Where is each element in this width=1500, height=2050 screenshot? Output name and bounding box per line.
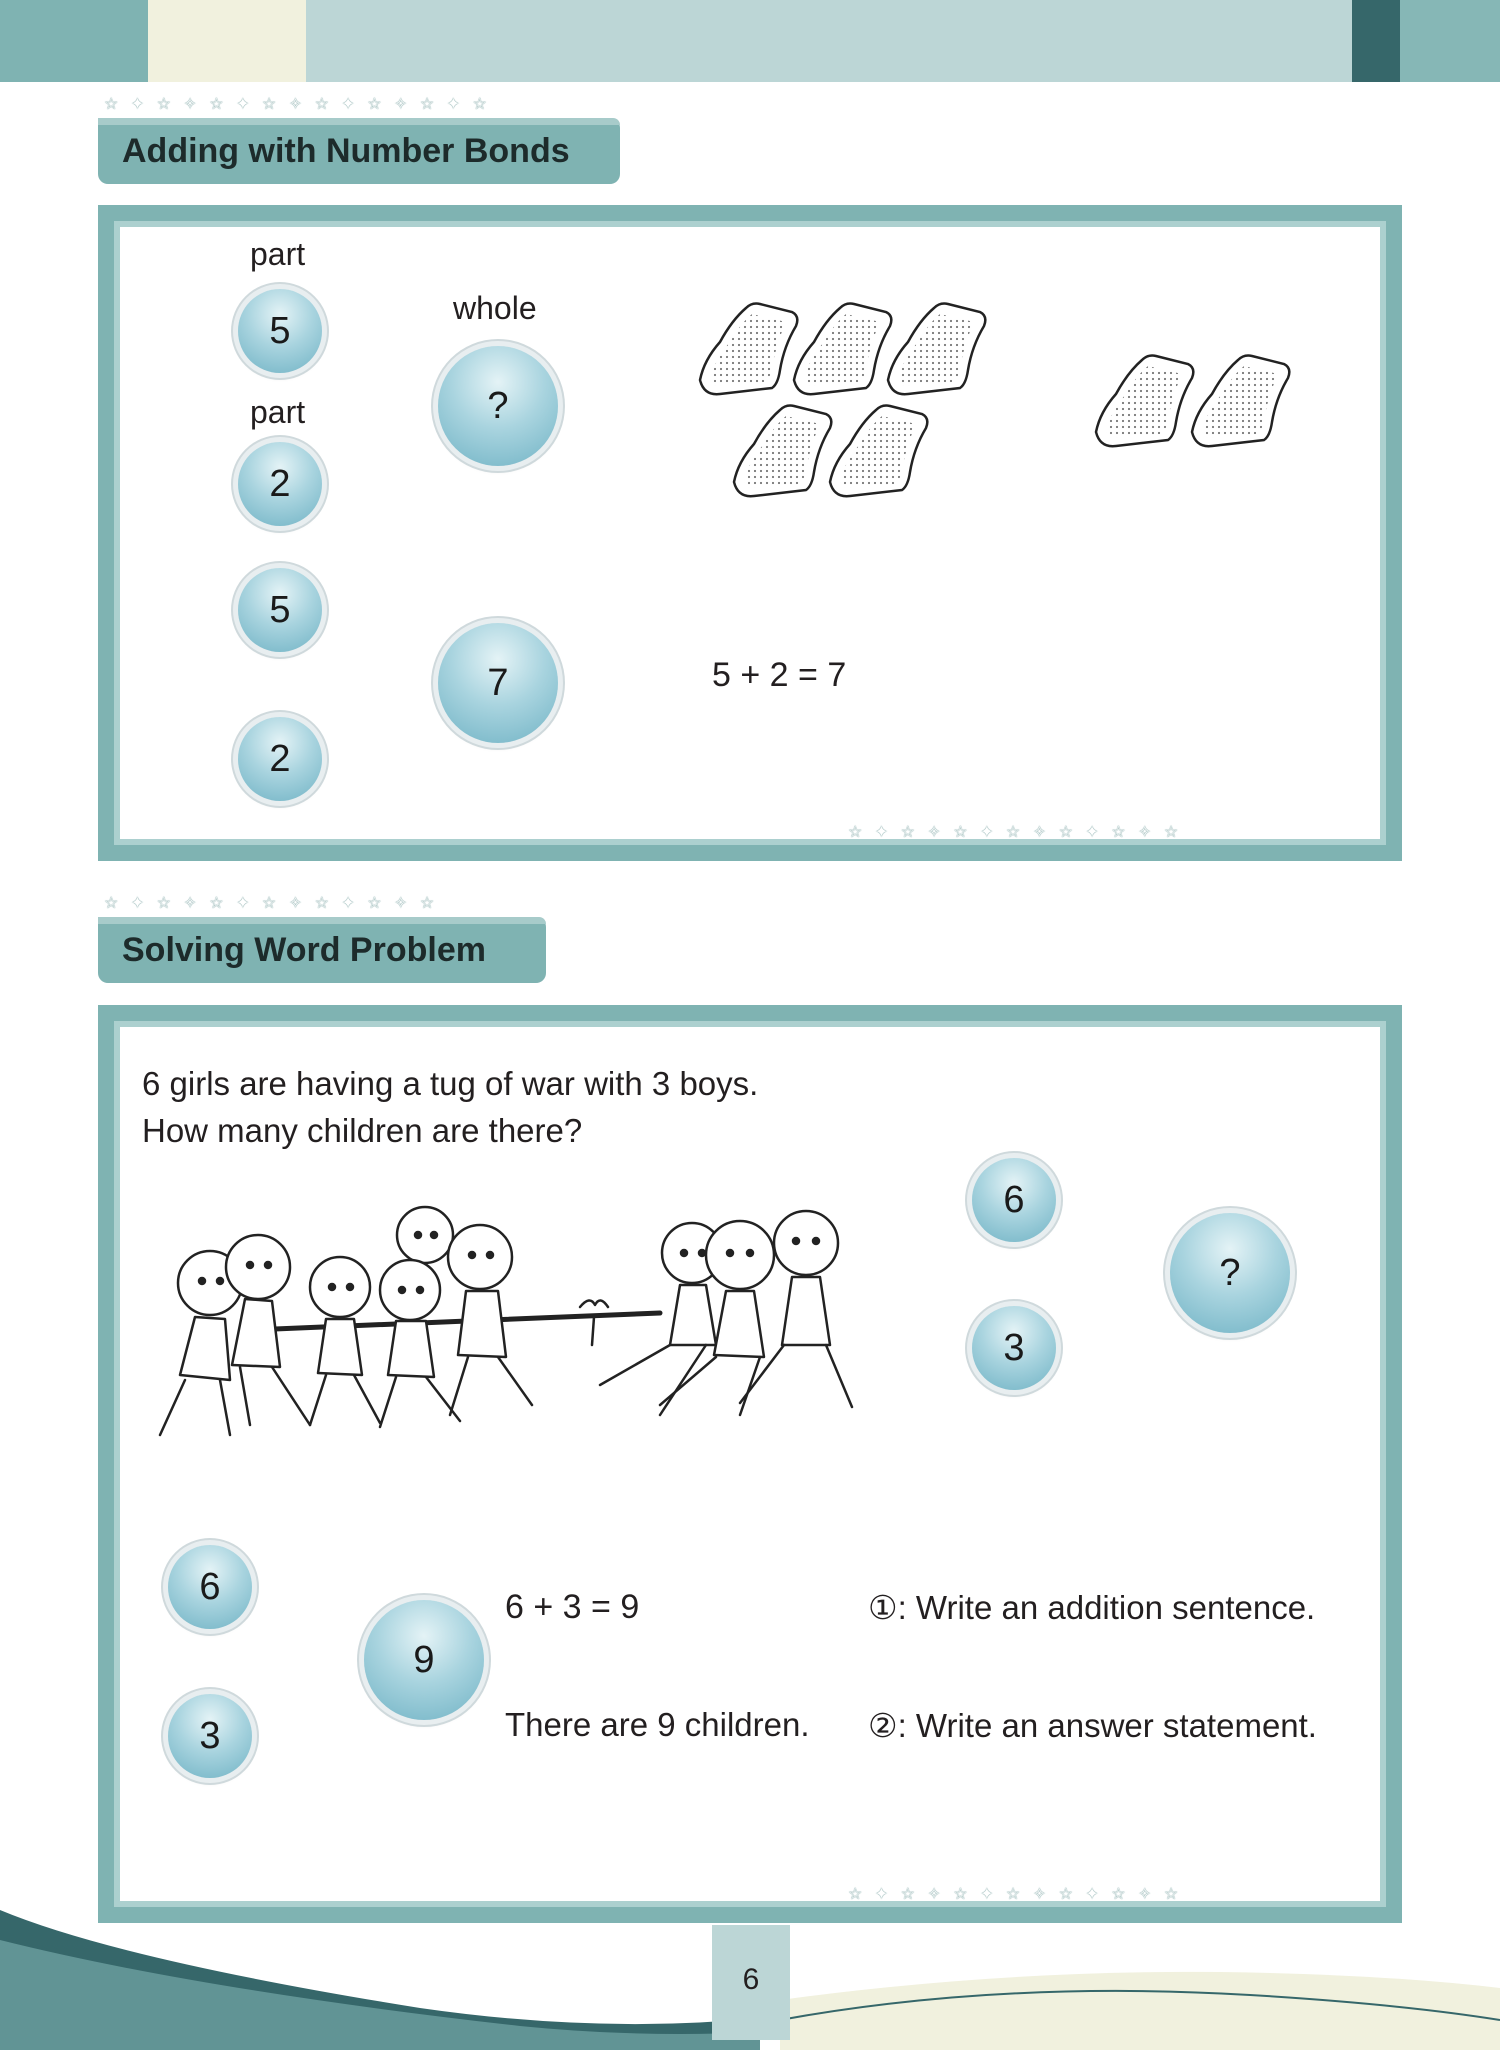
step-instruction: ①: Write an addition sentence. — [868, 1589, 1316, 1626]
bread-slice — [828, 404, 929, 498]
section2-frame — [98, 1005, 1402, 1923]
star-decoration: ☆ ✦ ☆ ✧ ☆ ✦ ☆ ✧ ☆ ✦ ☆ ✧ ☆ — [104, 895, 439, 912]
whole-bubble: 9 — [364, 1600, 484, 1720]
part-bubble: 2 — [238, 442, 322, 526]
section2-panel — [114, 1021, 1386, 1907]
part-bubble: 6 — [972, 1158, 1056, 1242]
boy-figure — [738, 1209, 854, 1409]
word-problem: 6 girls are having a tug of war with 3 b… — [142, 1060, 758, 1154]
star-decoration: ☆ ✦ ☆ ✧ ☆ ✦ ☆ ✧ ☆ ✦ ☆ ✧ ☆ — [848, 824, 1183, 841]
bread-slice — [792, 302, 893, 396]
girl-figure — [446, 1223, 534, 1417]
addition-equation: 6 + 3 = 9 — [505, 1588, 640, 1626]
page-number-box: 6 — [712, 1925, 790, 2040]
star-decoration: ☆ ✦ ☆ ✧ ☆ ✦ ☆ ✧ ☆ ✦ ☆ ✧ ☆ ✦ ☆ — [104, 96, 491, 113]
part-label: part — [250, 236, 306, 272]
section1-frame — [98, 205, 1402, 861]
whole-bubble: 7 — [438, 623, 558, 743]
boy-figure — [598, 1221, 724, 1417]
step-instruction: ②: Write an answer statement. — [868, 1707, 1317, 1744]
bread-slice — [698, 302, 799, 396]
banner-block-teal — [0, 0, 148, 82]
girl-figure — [378, 1258, 462, 1429]
bread-slice — [886, 302, 987, 396]
page-number: 6 — [742, 1963, 760, 1996]
girl-figure — [308, 1255, 382, 1427]
part-bubble: 5 — [238, 568, 322, 652]
addition-equation: 5 + 2 = 7 — [712, 656, 847, 694]
section-title: Solving Word Problem — [122, 931, 486, 969]
banner-block-dark — [1352, 0, 1400, 82]
banner-block-cream — [148, 0, 306, 82]
bottom-swoosh-decoration — [0, 1910, 1500, 2050]
part-bubble: 5 — [238, 289, 322, 373]
tug-of-war-illustration — [158, 1205, 854, 1437]
part-bubble: 3 — [972, 1306, 1056, 1390]
boy-figure — [658, 1219, 776, 1417]
whole-bubble: ? — [1170, 1213, 1290, 1333]
answer-statement: There are 9 children. — [505, 1706, 810, 1743]
whole-label: whole — [453, 290, 537, 326]
star-decoration: ☆ ✦ ☆ ✧ ☆ ✦ ☆ ✧ ☆ ✦ ☆ ✧ ☆ — [848, 1886, 1183, 1903]
section-title-tab: Adding with Number Bonds — [98, 118, 620, 184]
section-title-tab: Solving Word Problem — [98, 917, 546, 983]
part-bubble: 3 — [168, 1694, 252, 1778]
section-title: Adding with Number Bonds — [122, 132, 570, 170]
bread-slice — [1190, 354, 1291, 448]
girl-figure — [224, 1233, 312, 1427]
girl-figure — [395, 1205, 455, 1265]
part-bubble: 6 — [168, 1545, 252, 1629]
banner-block-teal-right — [1400, 0, 1500, 82]
top-banner — [0, 0, 1500, 82]
part-label: part — [250, 394, 306, 430]
bread-slices-illustration — [698, 302, 1291, 498]
problem-line: 6 girls are having a tug of war with 3 b… — [142, 1065, 759, 1102]
whole-bubble: ? — [438, 346, 558, 466]
bread-slice — [1094, 354, 1195, 448]
part-bubble: 2 — [238, 717, 322, 801]
bread-slice — [732, 404, 833, 498]
problem-line: How many children are there? — [142, 1112, 583, 1149]
